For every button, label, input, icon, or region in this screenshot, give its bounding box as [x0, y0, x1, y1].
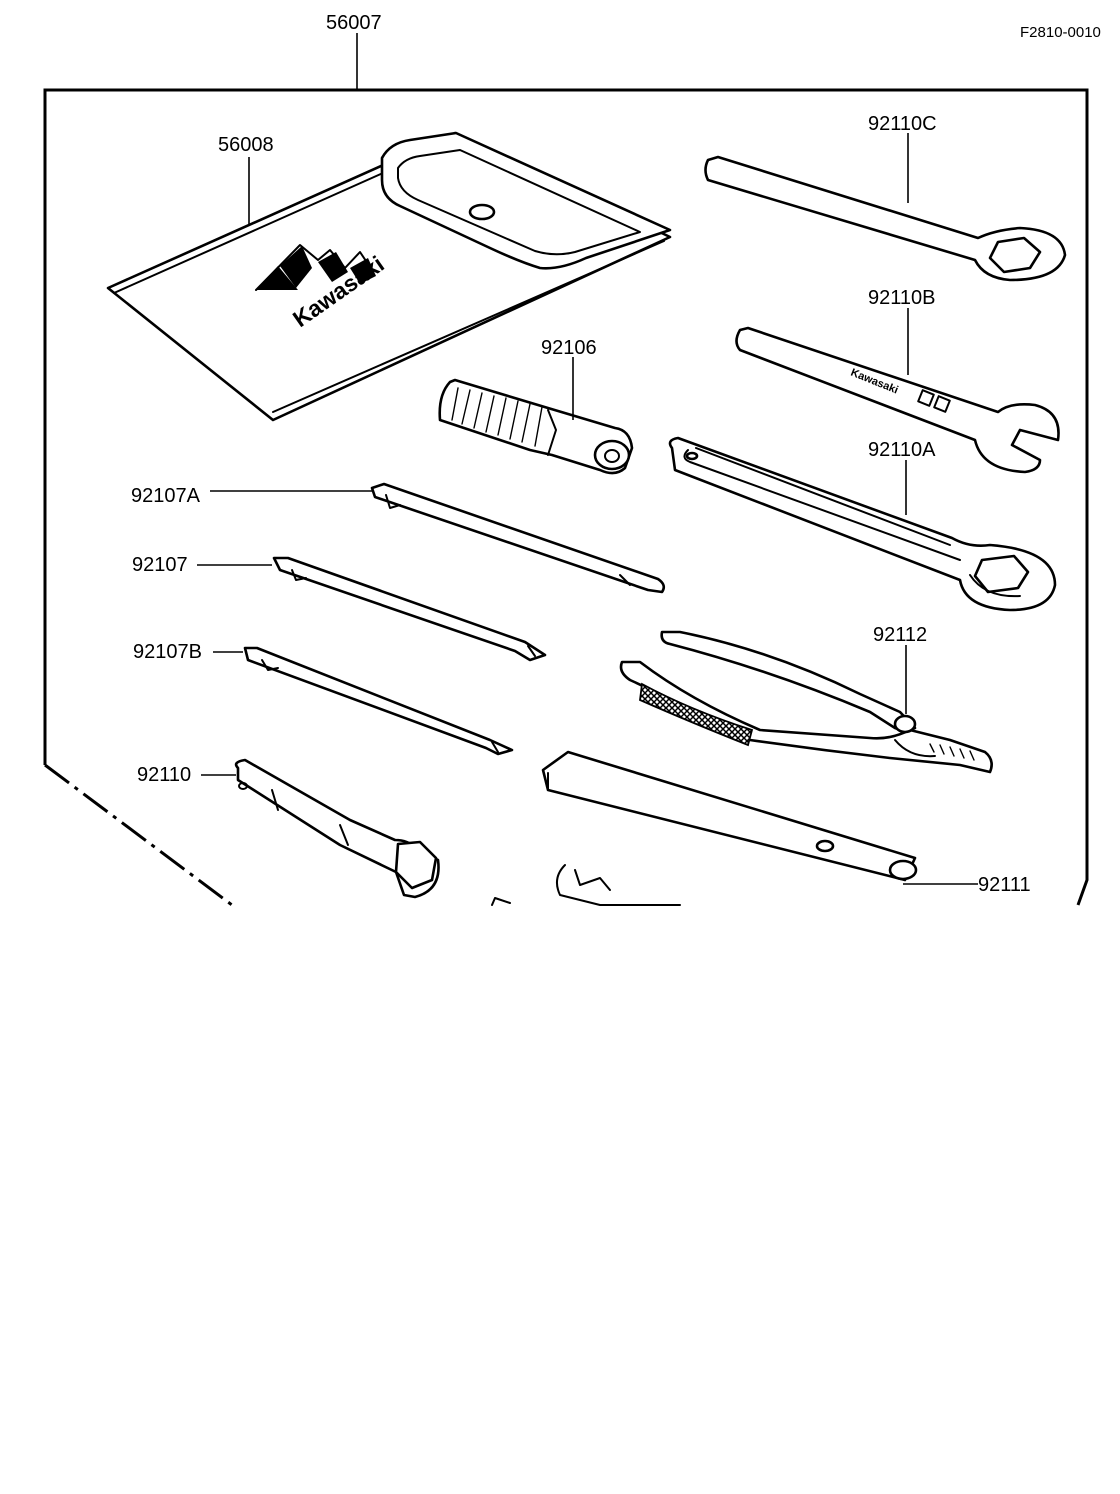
handle-92106 [438, 378, 634, 475]
label-92110c: 92110C [868, 113, 937, 135]
label-56008: 56008 [218, 134, 274, 156]
label-92107a: 92107A [131, 485, 201, 507]
bar-92111 [541, 750, 918, 882]
figure-reference: F2810-0010 [1020, 24, 1101, 41]
wrench-92110c [704, 155, 1067, 282]
label-92111: 92111 [978, 874, 1031, 896]
kit-frame [43, 33, 1089, 907]
label-92107b: 92107B [133, 641, 202, 663]
tool-bag [106, 131, 672, 422]
screwdriver-92107a [370, 482, 666, 594]
label-92107: 92107 [132, 554, 188, 576]
label-56007: 56007 [326, 12, 382, 34]
label-92106: 92106 [541, 337, 597, 359]
pliers-92112 [619, 630, 993, 774]
partial-tools [491, 864, 681, 906]
screwdriver-92107 [272, 556, 547, 662]
label-92110: 92110 [137, 764, 191, 786]
label-92112: 92112 [873, 624, 927, 646]
screwdriver-92107b [243, 646, 514, 756]
plug-wrench-92110 [234, 758, 440, 899]
label-92110a: 92110A [868, 439, 936, 461]
wrench-92110a [668, 436, 1057, 612]
label-92110b: 92110B [868, 287, 935, 309]
